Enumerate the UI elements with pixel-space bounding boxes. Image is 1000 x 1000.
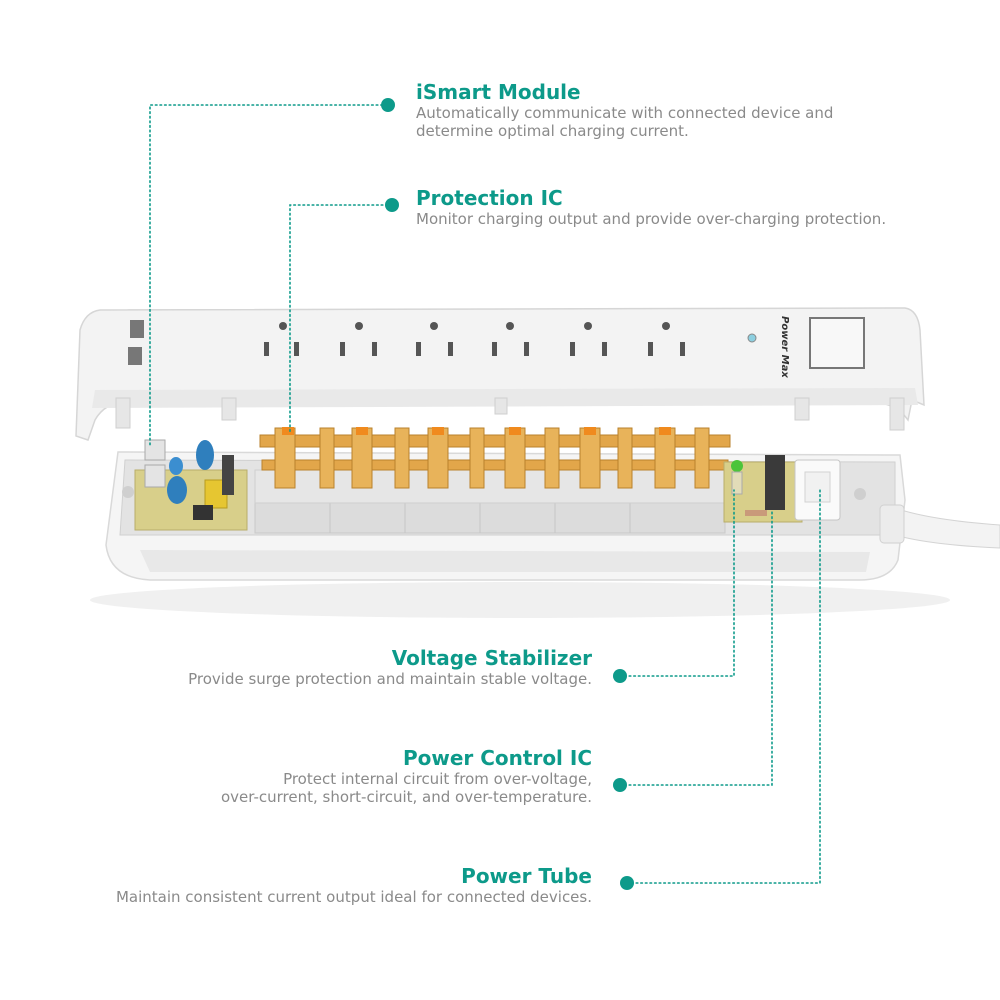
protection-marker-dot	[385, 198, 399, 212]
callout-voltage: Voltage Stabilizer Provide surge protect…	[32, 646, 592, 688]
callout-description-line: Maintain consistent current output ideal…	[115, 888, 592, 906]
voltage-marker-dot	[613, 669, 627, 683]
brand-logo: Power Max	[779, 316, 790, 378]
leader-ismart	[149, 98, 395, 446]
callout-title: Protection IC	[416, 186, 563, 210]
ismart-pcb	[134, 439, 248, 531]
copper-contacts	[259, 427, 731, 489]
callout-power-tube: Power Tube Maintain consistent current o…	[32, 864, 592, 906]
callout-description-line: determine optimal charging current.	[416, 122, 689, 140]
callout-title: Power Tube	[461, 864, 592, 888]
callout-power-control: Power Control IC Protect internal circui…	[32, 746, 592, 806]
power-tube-marker-dot	[620, 876, 634, 890]
leader-protection	[289, 198, 399, 434]
right-pcb	[723, 455, 841, 523]
callout-ismart: iSmart Module Automatically communicate …	[416, 80, 833, 140]
leader-power-control	[613, 509, 773, 792]
callout-description-line: Monitor charging output and provide over…	[416, 210, 887, 228]
ismart-marker-dot	[381, 98, 395, 112]
callout-title: iSmart Module	[416, 80, 581, 104]
callout-description-line: Automatically communicate with connected…	[416, 104, 834, 122]
callout-title: Power Control IC	[402, 746, 592, 770]
callout-protection: Protection IC Monitor charging output an…	[416, 186, 886, 228]
callout-description-line: over-current, short-circuit, and over-te…	[220, 788, 592, 806]
callout-title: Voltage Stabilizer	[391, 646, 592, 670]
upper-cover: Power Max	[75, 307, 925, 441]
leader-power-tube	[620, 489, 821, 890]
callout-description-line: Protect internal circuit from over-volta…	[283, 770, 592, 788]
shadow	[90, 582, 950, 618]
leader-voltage	[613, 489, 735, 683]
power-control-marker-dot	[613, 778, 627, 792]
callout-description-line: Provide surge protection and maintain st…	[188, 670, 592, 688]
